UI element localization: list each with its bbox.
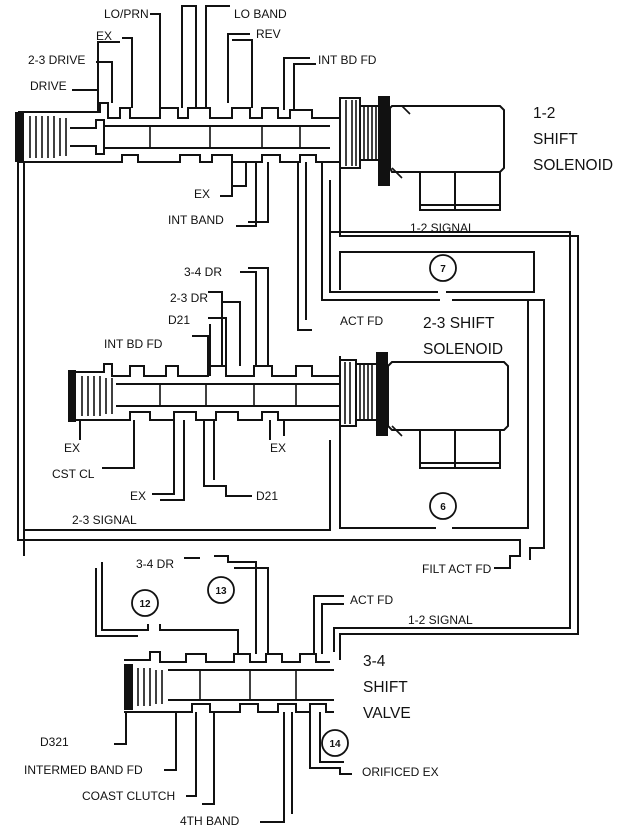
- label-ex-top: EX: [96, 29, 112, 43]
- label-intermed-band-fd: INTERMED BAND FD: [24, 763, 143, 777]
- label-ex-2-3-right: EX: [270, 441, 286, 455]
- label-orificed-ex: ORIFICED EX: [362, 765, 439, 779]
- label-2-3-drive: 2-3 DRIVE: [28, 53, 85, 67]
- valve-2-3-title-line2: SOLENOID: [423, 341, 503, 358]
- valve-3-4-title-line3: VALVE: [363, 705, 411, 722]
- label-3-4-dr-bottom: 3-4 DR: [136, 557, 174, 571]
- valve-1-2-title-line2: SHIFT: [533, 131, 578, 148]
- orifice-7-number: 7: [440, 264, 446, 275]
- passage-labels: LO/PRN LO BAND EX REV 2-3 DRIVE INT BD F…: [24, 7, 492, 828]
- valve-1-2-title-line1: 1-2: [533, 105, 555, 122]
- label-cst-cl: CST CL: [52, 467, 95, 481]
- label-3-4-dr: 3-4 DR: [184, 265, 222, 279]
- label-int-bd-fd-top: INT BD FD: [318, 53, 377, 67]
- label-d21-top: D21: [168, 313, 190, 327]
- label-act-fd: ACT FD: [340, 314, 383, 328]
- label-filt-act-fd: FILT ACT FD: [422, 562, 492, 576]
- valve-2-3-title-line1: 2-3 SHIFT: [423, 315, 495, 332]
- valve-1-2-shift: [15, 96, 505, 211]
- label-ex-2-3-left: EX: [64, 441, 80, 455]
- valve-3-4-shift: [124, 651, 334, 713]
- hydraulic-passages: [17, 5, 579, 823]
- label-ex-2-3-bottom: EX: [130, 489, 146, 503]
- valve-titles: 1-2 SHIFT SOLENOID 2-3 SHIFT SOLENOID 3-…: [363, 105, 613, 722]
- label-d321: D321: [40, 735, 69, 749]
- label-drive: DRIVE: [30, 79, 67, 93]
- label-2-3-signal: 2-3 SIGNAL: [72, 513, 137, 527]
- valve-1-2-title-line3: SOLENOID: [533, 157, 613, 174]
- orifice-13-number: 13: [215, 586, 227, 597]
- label-lo-band: LO BAND: [234, 7, 287, 21]
- label-coast-clutch: COAST CLUTCH: [82, 789, 175, 803]
- label-d21-bottom: D21: [256, 489, 278, 503]
- orifice-markers: 7 6 13 12 14: [131, 254, 457, 757]
- label-ex-1-2: EX: [194, 187, 210, 201]
- orifice-7-circle: [429, 254, 457, 282]
- orifice-13-circle: [207, 576, 235, 604]
- orifice-6-number: 6: [440, 502, 446, 513]
- valve-3-4-title-line2: SHIFT: [363, 679, 408, 696]
- label-2-3-dr: 2-3 DR: [170, 291, 208, 305]
- orifice-6-circle: [429, 492, 457, 520]
- label-int-bd-fd: INT BD FD: [104, 337, 163, 351]
- valve-3-4-title-line1: 3-4: [363, 653, 386, 670]
- orifice-14-circle: [321, 729, 349, 757]
- label-4th-band: 4TH BAND: [180, 814, 240, 828]
- label-1-2-signal: 1-2 SIGNAL: [410, 221, 475, 235]
- label-act-fd-bottom: ACT FD: [350, 593, 393, 607]
- label-rev: REV: [256, 27, 281, 41]
- orifice-12-circle: [131, 589, 159, 617]
- orifice-12-number: 12: [139, 599, 151, 610]
- label-int-band: INT BAND: [168, 213, 224, 227]
- valve-2-3-shift: [68, 352, 509, 469]
- label-1-2-signal-bottom: 1-2 SIGNAL: [408, 613, 473, 627]
- orifice-14-number: 14: [329, 739, 341, 750]
- label-lo-prn: LO/PRN: [104, 7, 149, 21]
